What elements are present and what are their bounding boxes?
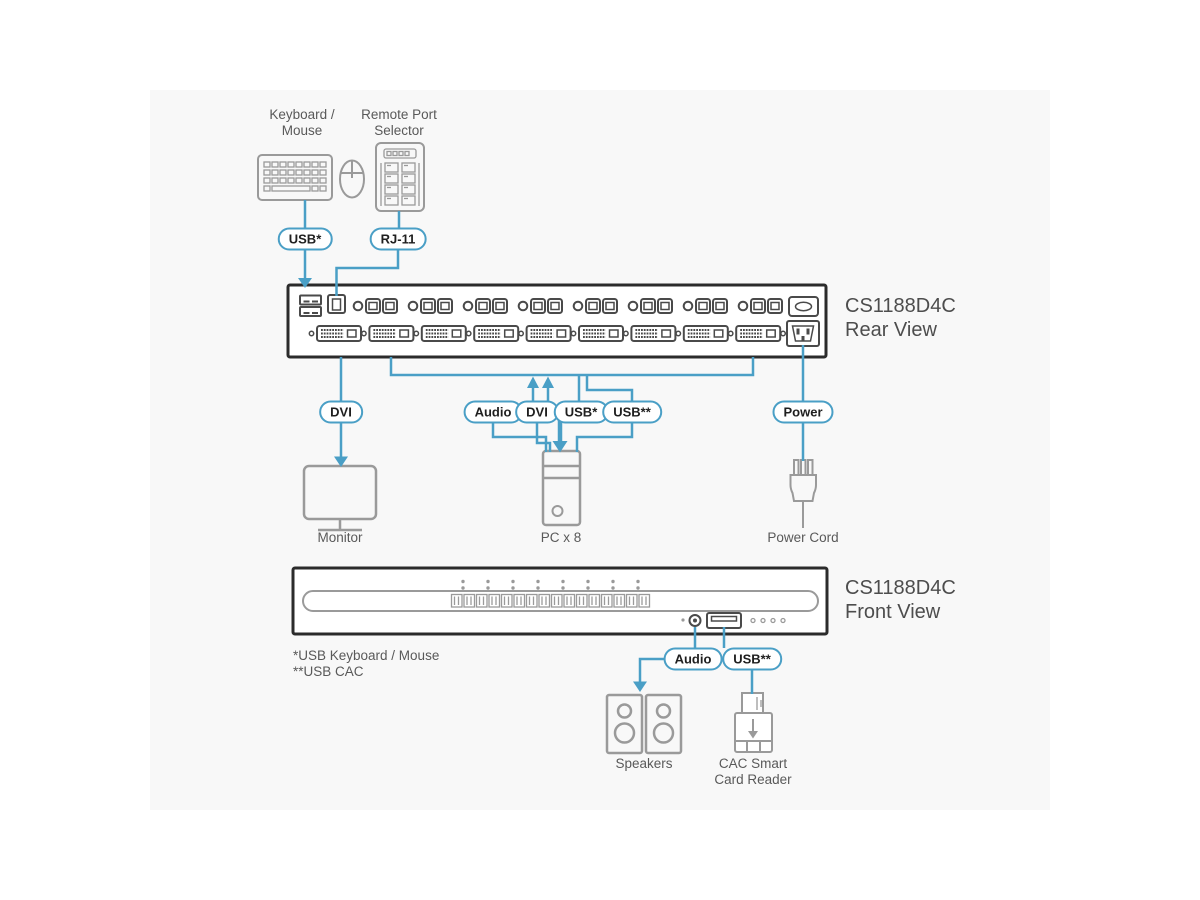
audio-pc-pill: Audio [463,400,523,424]
speakers-label: Speakers [615,756,673,771]
remote-port-selector-label: Remote Port Selector [361,107,437,138]
footnote-usb-keyboard: *USB Keyboard / Mouse [293,648,440,663]
rear-model-name: CS1188D4C [845,295,956,317]
front-view-name: Front View [845,601,941,623]
footnote-usb-cac: **USB CAC [293,664,364,679]
pc-label: PC x 8 [540,530,582,545]
dvi-monitor-pill: DVI [319,400,363,424]
audio-front-pill: Audio [663,647,723,671]
dvi-pc-pill: DVI [515,400,559,424]
keyboard-mouse-label: Keyboard / Mouse [269,107,335,138]
usb-cac-pc-pill: USB** [602,400,662,424]
front-model-name: CS1188D4C [845,577,956,599]
usb-cac-front-pill: USB** [722,647,782,671]
cac-reader-label: CAC Smart Card Reader [714,756,792,787]
monitor-label: Monitor [317,530,363,545]
power-cord-label: Power Cord [767,530,839,545]
power-pill: Power [772,400,834,424]
rj11-pill: RJ-11 [369,227,427,251]
rear-view-name: Rear View [845,319,937,341]
rear-view-title: CS1188D4C Rear View [845,294,956,342]
front-view-title: CS1188D4C Front View [845,576,956,624]
usb-pc-pill: USB* [553,400,609,424]
usb-keyboard-pill: USB* [277,227,333,251]
diagram-background-panel [150,90,1050,810]
